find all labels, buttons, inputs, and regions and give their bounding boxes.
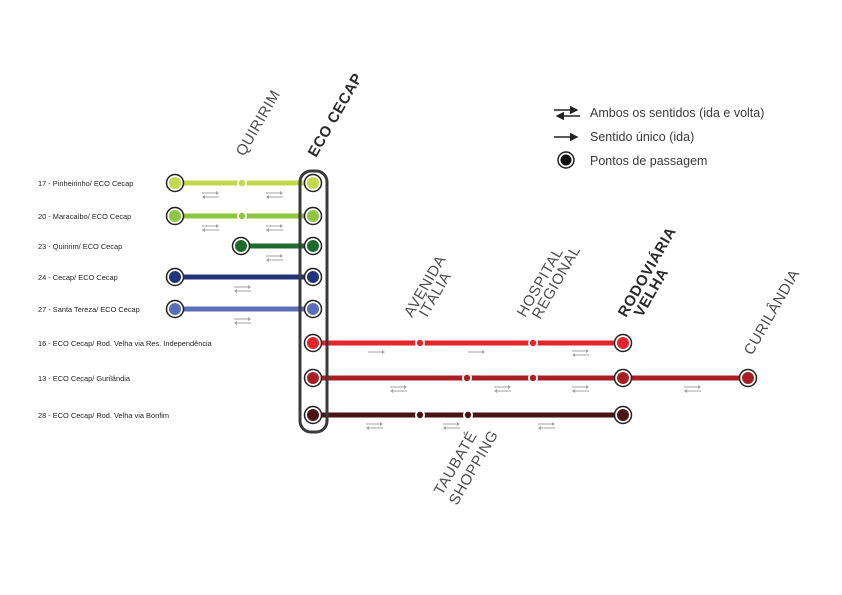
route-7-curilandia-stop-fill <box>742 372 754 384</box>
route-6-arrows-c-back-head <box>572 353 575 357</box>
route-1-eco-stop-fill <box>307 177 319 189</box>
route-8-taubate-shopping-stop-fill <box>464 411 472 419</box>
route-2-arrows-a-fwd-head <box>216 224 219 228</box>
route-2-quiririm-stop-fill <box>238 212 246 220</box>
route-5-origin-stop-fill <box>169 303 181 315</box>
route-7-arrows-a-fwd-head <box>404 385 407 389</box>
route-6-hospital-stop-fill <box>529 339 537 347</box>
route-8-arrows-b-back-head <box>443 426 446 430</box>
legend: Ambos os sentidos (ida e volta) Sentido … <box>554 105 764 169</box>
route-4-arrows-back-head <box>234 289 237 293</box>
route-8-arrows-c-back-head <box>538 426 541 430</box>
route-label-3: 23 - Quiririm/ ECO Cecap <box>38 242 122 251</box>
route-7-arrows-d-back-head <box>684 389 687 393</box>
route-7-arrows-c-fwd-head <box>586 385 589 389</box>
route-5-arrows-back-head <box>234 321 237 325</box>
route-2-origin-stop-fill <box>169 210 181 222</box>
route-3-arrows-fwd-head <box>280 254 283 258</box>
route-7-eco-stop-fill <box>307 372 319 384</box>
route-7-arrows-b-back-head <box>494 389 497 393</box>
route-6-arrow-b-head <box>482 350 485 354</box>
route-2-arrows-a-back-head <box>202 228 205 232</box>
route-8-arrows-b-fwd-head <box>457 422 460 426</box>
route-8-arrows-a-fwd-head <box>380 422 383 426</box>
route-1-arrows-b-back-head <box>266 195 269 199</box>
route-8-stop-a-fill <box>416 411 424 419</box>
eco-cecap-terminal-frame <box>298 169 329 434</box>
route-4-origin-stop-fill <box>169 271 181 283</box>
legend-stops-label: Pontos de passagem <box>590 154 707 168</box>
route-1-arrows-a-back-head <box>202 195 205 199</box>
route-1-arrows-b-fwd-head <box>280 191 283 195</box>
route-6-arrows-c-fwd-head <box>586 349 589 353</box>
route-7-rodoviaria-stop-fill <box>617 372 629 384</box>
route-2-arrows-b-back-head <box>266 228 269 232</box>
route-8-eco-stop-fill <box>307 409 319 421</box>
route-6-arrow-a-head <box>382 350 385 354</box>
route-label-2: 20 - Maracaíbo/ ECO Cecap <box>38 212 131 221</box>
route-7-arrows-c-back-head <box>572 389 575 393</box>
stop-point-icon <box>557 151 575 169</box>
route-5-arrows-fwd-head <box>248 317 251 321</box>
route-label-8: 28 - ECO Cecap/ Rod. Velha via Bonfim <box>38 411 169 420</box>
route-1-arrows-a-fwd-head <box>216 191 219 195</box>
route-7-arrows-b-fwd-head <box>508 385 511 389</box>
station-curilandia-label: CURILÂNDIA <box>741 266 804 358</box>
route-1-origin-stop-fill <box>169 177 181 189</box>
station-quiririm-label: QUIRIRIM <box>233 87 284 159</box>
legend-one-way-label: Sentido único (ida) <box>590 130 694 144</box>
route-8-rodoviaria-stop-fill <box>617 409 629 421</box>
route-label-1: 17 - Pinheirinho/ ECO Cecap <box>38 179 133 188</box>
route-3-origin-stop-fill <box>235 240 247 252</box>
route-6-rodoviaria-stop-fill <box>617 337 629 349</box>
route-8-arrows-a-back-head <box>366 426 369 430</box>
station-eco-cecap-label: ECO CECAP <box>305 70 367 160</box>
route-5-eco-stop-fill <box>307 303 319 315</box>
route-label-5: 27 - Santa Tereza/ ECO Cecap <box>38 305 140 314</box>
both-ways-icon <box>554 105 580 121</box>
legend-both-ways-label: Ambos os sentidos (ida e volta) <box>590 106 764 120</box>
routes-layer: 17 - Pinheirinho/ ECO Cecap 20 - Maracaíb… <box>38 173 758 430</box>
route-6-avenida-italia-stop-fill <box>416 339 424 347</box>
route-label-7: 13 - ECO Cecap/ Gurilândia <box>38 374 131 383</box>
route-7-arrows-a-back-head <box>390 389 393 393</box>
route-7-arrows-d-fwd-head <box>698 385 701 389</box>
route-3-arrows-back-head <box>266 258 269 262</box>
route-2-arrows-b-fwd-head <box>280 224 283 228</box>
route-4-arrows-fwd-head <box>248 285 251 289</box>
route-8-arrows-c-fwd-head <box>552 422 555 426</box>
route-1-quiririm-stop-fill <box>238 179 246 187</box>
route-label-6: 16 - ECO Cecap/ Rod. Velha via Res. Inde… <box>38 339 213 348</box>
route-7-hospital-stop-fill <box>529 374 537 382</box>
route-label-4: 24 - Cecap/ ECO Cecap <box>38 273 118 282</box>
route-2-eco-stop-fill <box>307 210 319 222</box>
route-4-eco-stop-fill <box>307 271 319 283</box>
route-7-stop-a-fill <box>463 374 471 382</box>
route-3-eco-stop-fill <box>307 240 319 252</box>
route-6-eco-stop-fill <box>307 337 319 349</box>
